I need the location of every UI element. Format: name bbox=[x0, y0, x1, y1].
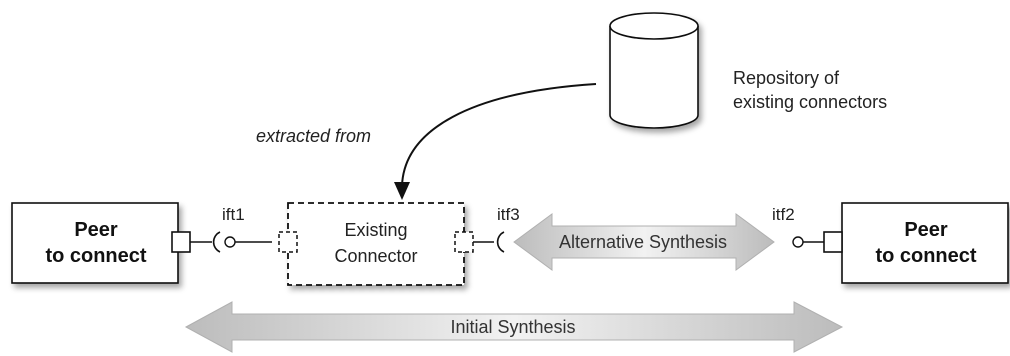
interface-itf2: itf2 bbox=[772, 205, 824, 248]
interface-itf2-label: itf2 bbox=[772, 205, 795, 224]
extraction-arrow bbox=[394, 83, 597, 200]
peer-right-line1: Peer bbox=[904, 219, 948, 241]
interface-ift1: ift1 bbox=[190, 205, 272, 253]
peer-left: Peer to connect bbox=[11, 202, 191, 284]
interface-ift1-label: ift1 bbox=[222, 205, 245, 224]
alternative-synthesis-label: Alternative Synthesis bbox=[559, 232, 727, 252]
connector-left-port bbox=[278, 231, 298, 253]
alternative-synthesis-arrow: Alternative Synthesis bbox=[513, 213, 775, 271]
repository-label-line2: existing connectors bbox=[733, 92, 887, 112]
peer-right: Peer to connect bbox=[823, 202, 1009, 284]
peer-left-port bbox=[171, 231, 191, 253]
interface-itf3-label: itf3 bbox=[497, 205, 520, 224]
connector-line2: Connector bbox=[334, 246, 417, 266]
repository-label-line1: Repository of bbox=[733, 68, 840, 88]
initial-synthesis-arrow: Initial Synthesis bbox=[184, 301, 844, 353]
repository-cylinder bbox=[609, 12, 699, 129]
connector-right-port bbox=[454, 231, 474, 253]
existing-connector: Existing Connector bbox=[278, 202, 474, 286]
initial-synthesis-label: Initial Synthesis bbox=[450, 317, 575, 337]
interface-itf3: itf3 bbox=[473, 205, 520, 253]
peer-left-line2: to connect bbox=[45, 245, 146, 267]
peer-left-line1: Peer bbox=[74, 219, 118, 241]
extracted-from-label: extracted from bbox=[256, 126, 371, 146]
peer-right-line2: to connect bbox=[875, 245, 976, 267]
connector-line1: Existing bbox=[344, 220, 407, 240]
peer-right-port bbox=[823, 231, 843, 253]
